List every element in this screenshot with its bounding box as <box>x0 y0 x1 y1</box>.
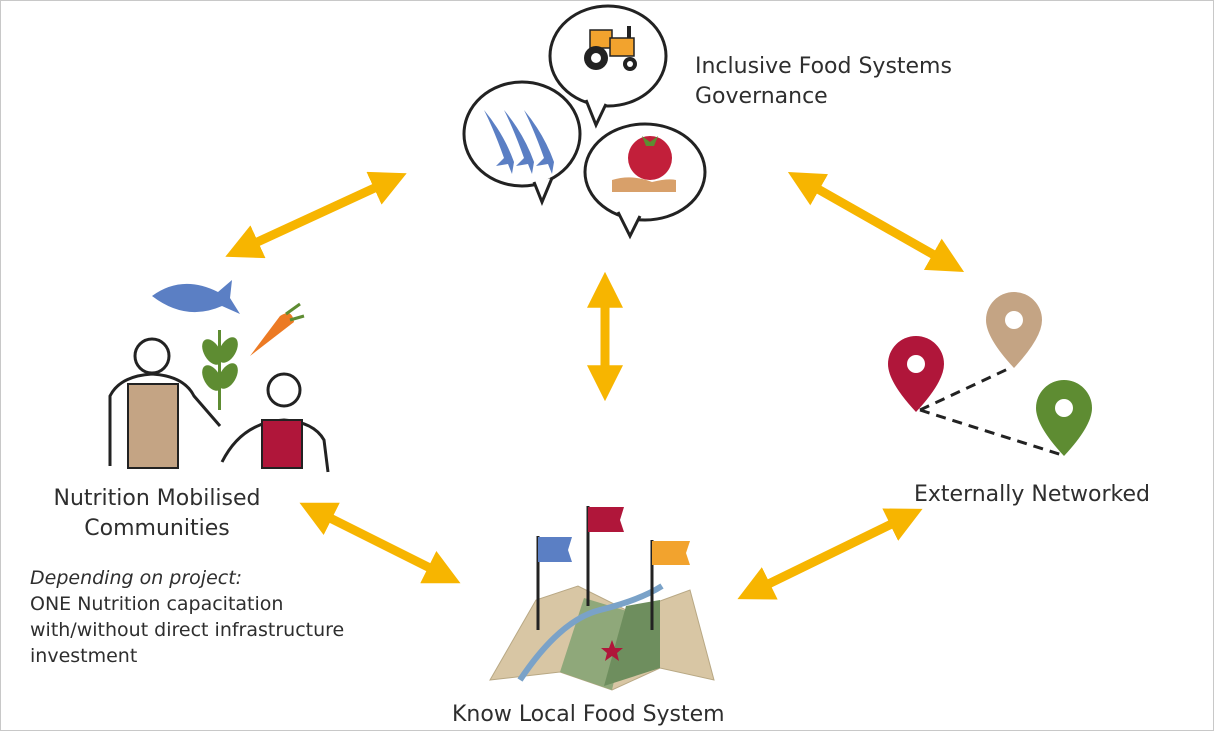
local-map-icon-group <box>489 506 715 691</box>
carrot-leaves-icon <box>285 302 305 322</box>
plant-icon <box>202 330 238 410</box>
note-line-3: investment <box>30 645 138 667</box>
fish-bubble <box>462 80 582 206</box>
arrow-communities-local <box>299 502 461 584</box>
arrow-governance-network <box>787 172 965 272</box>
green-pin-icon <box>1036 380 1092 456</box>
tractor-bubble <box>548 4 668 129</box>
person-left-icon <box>108 337 222 469</box>
flag-red-icon <box>586 506 624 606</box>
fish-icon <box>152 280 240 314</box>
local-food-system-label: Know Local Food System <box>452 702 725 727</box>
tomato-in-hand-icon <box>612 136 676 192</box>
network-label: Externally Networked <box>914 482 1150 507</box>
carrot-icon <box>250 313 294 356</box>
person-right-icon <box>220 372 330 473</box>
fish-icon <box>484 110 554 174</box>
governance-label-line-1: Inclusive Food Systems <box>695 54 952 79</box>
note-line-1: ONE Nutrition capacitation <box>30 593 284 615</box>
governance-label: Inclusive Food Systems Governance <box>695 52 952 112</box>
communities-label-line-2: Communities <box>84 516 230 541</box>
flag-blue-icon <box>536 536 572 630</box>
communities-label: Nutrition Mobilised Communities <box>30 484 284 544</box>
note-line-2: with/without direct infrastructure <box>30 619 345 641</box>
communities-label-line-1: Nutrition Mobilised <box>53 486 261 511</box>
arrow-local-network <box>737 508 923 600</box>
note-heading: Depending on project: <box>30 567 243 589</box>
communities-note: Depending on project: ONE Nutrition capa… <box>30 565 344 669</box>
network-icon-group <box>888 292 1092 457</box>
arrow-governance-communities <box>225 171 407 259</box>
tan-pin-icon <box>986 292 1042 368</box>
tomato-bubble <box>583 122 707 240</box>
tractor-icon <box>584 26 637 71</box>
governance-icon-group <box>462 4 707 240</box>
red-pin-icon <box>888 336 944 412</box>
governance-label-line-2: Governance <box>695 84 828 109</box>
flag-orange-icon <box>650 540 690 630</box>
communities-icon-group <box>108 280 330 473</box>
